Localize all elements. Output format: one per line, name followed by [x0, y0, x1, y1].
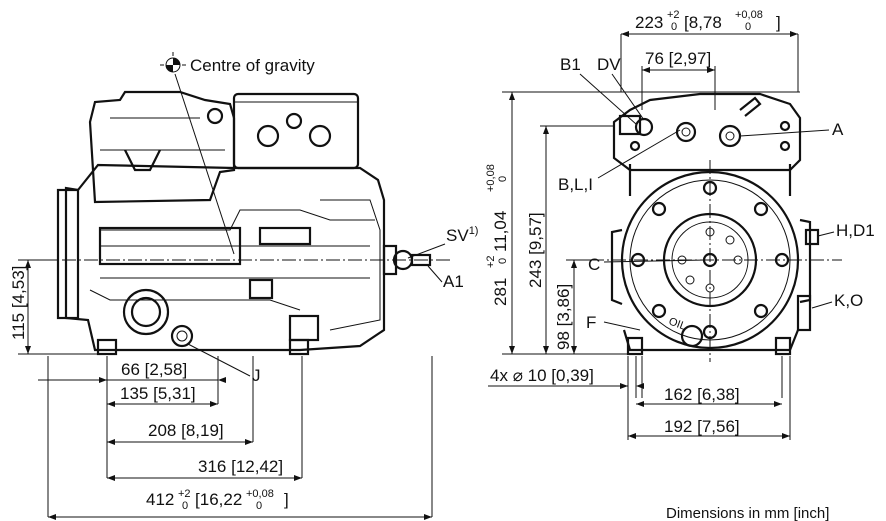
- svg-text:]: ]: [776, 13, 781, 32]
- centre-of-gravity-icon: [160, 52, 186, 73]
- valve-dv: [634, 117, 654, 137]
- dim-192-text: 192 [7,56]: [664, 417, 740, 436]
- svg-text:+2: +2: [667, 9, 680, 21]
- svg-text:0: 0: [256, 500, 262, 512]
- label-c: C: [588, 255, 600, 274]
- dim-208-text: 208 [8,19]: [148, 421, 224, 440]
- dim-412-text: 412: [146, 490, 174, 509]
- label-j: J: [252, 366, 261, 385]
- sight-glass: [122, 288, 170, 336]
- svg-text:0: 0: [497, 258, 509, 264]
- terminal-box: [232, 92, 360, 170]
- svg-text:11,04: 11,04: [491, 211, 510, 252]
- dim-115-text: 115 [4,53]: [9, 266, 28, 340]
- cog-leader: [174, 73, 235, 255]
- crankcase: [64, 163, 386, 352]
- dim-holes-text: 4x ⌀ 10 [0,39]: [490, 366, 594, 385]
- svg-text:[16,22: [16,22: [195, 490, 242, 509]
- dim-316-text: 316 [12,42]: [198, 457, 283, 476]
- svg-text:+0,08: +0,08: [246, 488, 274, 500]
- svg-text:0: 0: [497, 176, 509, 182]
- svg-text:0: 0: [182, 500, 188, 512]
- svg-text:+2: +2: [485, 255, 497, 268]
- label-bli: B,L,I: [558, 175, 593, 194]
- oil-plug: [680, 324, 704, 348]
- oil-label: OIL: [667, 316, 688, 333]
- front-view: Centre of gravity: [9, 52, 478, 520]
- svg-text:+0,08: +0,08: [735, 9, 763, 21]
- side-head: [612, 92, 802, 172]
- centre-of-gravity-label: Centre of gravity: [190, 56, 315, 75]
- svg-text:0: 0: [671, 21, 677, 33]
- dim-98-text: 98 [3,86]: [554, 284, 573, 350]
- cylinder-head: [88, 90, 236, 204]
- dim-76-text: 76 [2,97]: [645, 49, 711, 68]
- svg-text:+2: +2: [178, 488, 191, 500]
- dim-162-text: 162 [6,38]: [664, 385, 740, 404]
- dim-243-text: 243 [9,57]: [526, 212, 545, 288]
- svg-text:]: ]: [284, 490, 289, 509]
- svg-text:[8,78: [8,78: [684, 13, 722, 32]
- connection-j: [170, 324, 194, 348]
- dim-281-text: 281: [491, 278, 510, 306]
- svg-text:0: 0: [745, 21, 751, 33]
- label-dv: DV: [597, 55, 621, 74]
- label-f: F: [586, 313, 596, 332]
- dim-135-text: 135 [5,31]: [120, 384, 196, 403]
- dim-223-text: 223: [635, 13, 663, 32]
- dimensions-note: Dimensions in mm [inch]: [666, 505, 829, 521]
- dim-66-text: 66 [2,58]: [121, 360, 187, 379]
- label-sv: SV1): [446, 225, 478, 245]
- svg-text:+0,08: +0,08: [485, 164, 497, 192]
- label-a: A: [832, 120, 844, 139]
- label-ko: K,O: [834, 291, 863, 310]
- label-a1: A1: [443, 272, 464, 291]
- label-b1: B1: [560, 55, 581, 74]
- label-hd1: H,D1: [836, 221, 875, 240]
- side-view: 223 +2 0 [8,78 +0,08 0 ] 76 [2,97] B1 DV…: [485, 9, 875, 440]
